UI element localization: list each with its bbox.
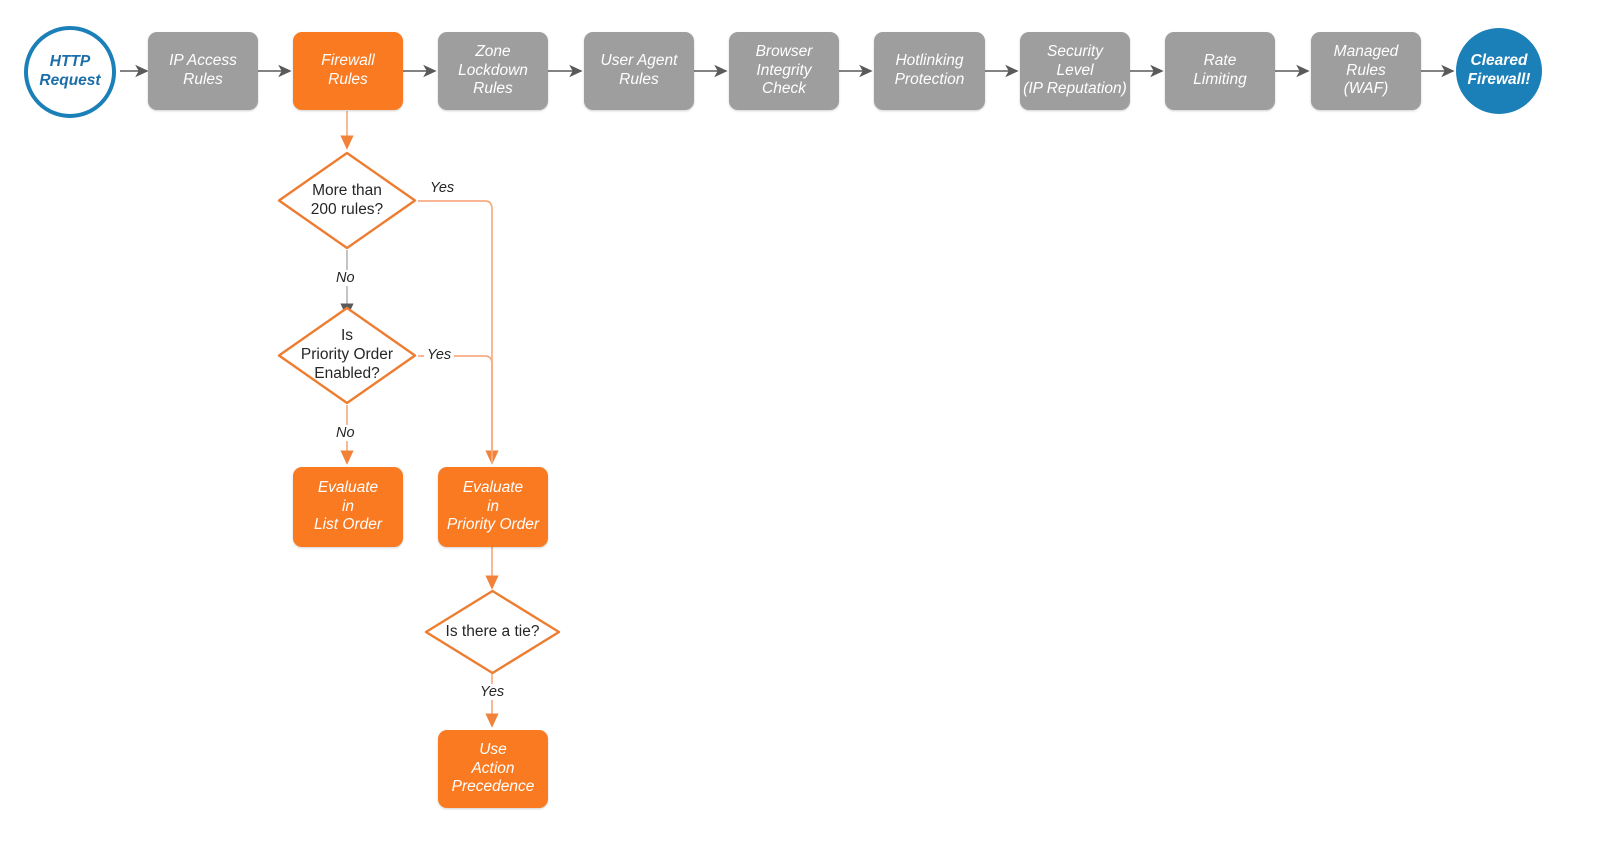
node-label: Is Priority Order Enabled? [300,327,394,382]
edge-label-no-more-than-200: No [333,270,358,286]
node-evaluate-priority-order[interactable]: Evaluate in Priority Order [438,467,548,547]
node-label: User Agent Rules [600,52,678,88]
diamond-shape [277,306,417,405]
node-label: Evaluate in Priority Order [446,478,540,534]
edge-yes-more-than-200 [418,200,499,465]
node-is-there-a-tie[interactable]: Is there a tie? [424,589,561,675]
node-label: Is there a tie? [445,622,540,640]
node-more-than-200-rules[interactable]: More than 200 rules? [277,151,417,250]
node-label: HTTP Request [39,53,101,89]
node-cleared-firewall[interactable]: Cleared Firewall! [1456,28,1542,114]
diamond-shape [424,589,561,675]
node-label: Browser Integrity Check [755,42,813,98]
node-label: Cleared Firewall! [1467,52,1531,88]
edge-yes-priority-order [418,355,493,463]
node-evaluate-list-order[interactable]: Evaluate in List Order [293,467,403,547]
node-label: Security Level (IP Reputation) [1023,42,1127,98]
node-label: Managed Rules (WAF) [1333,42,1399,98]
node-label: Rate Limiting [1193,52,1247,88]
diamond-shape [277,151,417,250]
node-label: Zone Lockdown Rules [458,42,528,98]
node-label: IP Access Rules [169,52,237,88]
node-label: More than 200 rules? [310,181,384,218]
node-browser-integrity-check[interactable]: Browser Integrity Check [729,32,839,110]
edge-label-yes-tie: Yes [477,684,508,700]
node-user-agent-rules[interactable]: User Agent Rules [584,32,694,110]
node-label: Use Action Precedence [451,740,535,796]
node-http-request[interactable]: HTTP Request [24,26,116,118]
node-ip-access-rules[interactable]: IP Access Rules [148,32,258,110]
node-security-level[interactable]: Security Level (IP Reputation) [1020,32,1130,110]
node-managed-rules-waf[interactable]: Managed Rules (WAF) [1311,32,1421,110]
node-firewall-rules[interactable]: Firewall Rules [293,32,403,110]
edge-label-yes-priority-order: Yes [424,347,455,363]
edge-label-no-priority-order: No [333,425,358,441]
node-label: Hotlinking Protection [894,52,965,88]
node-use-action-precedence[interactable]: Use Action Precedence [438,730,548,808]
node-hotlinking-protection[interactable]: Hotlinking Protection [874,32,985,110]
node-zone-lockdown-rules[interactable]: Zone Lockdown Rules [438,32,548,110]
edge-label-yes-more-than-200: Yes [427,180,458,196]
node-label: Evaluate in List Order [313,478,383,534]
node-priority-order-enabled[interactable]: Is Priority Order Enabled? [277,306,417,405]
node-rate-limiting[interactable]: Rate Limiting [1165,32,1275,110]
node-label: Firewall Rules [321,52,375,88]
